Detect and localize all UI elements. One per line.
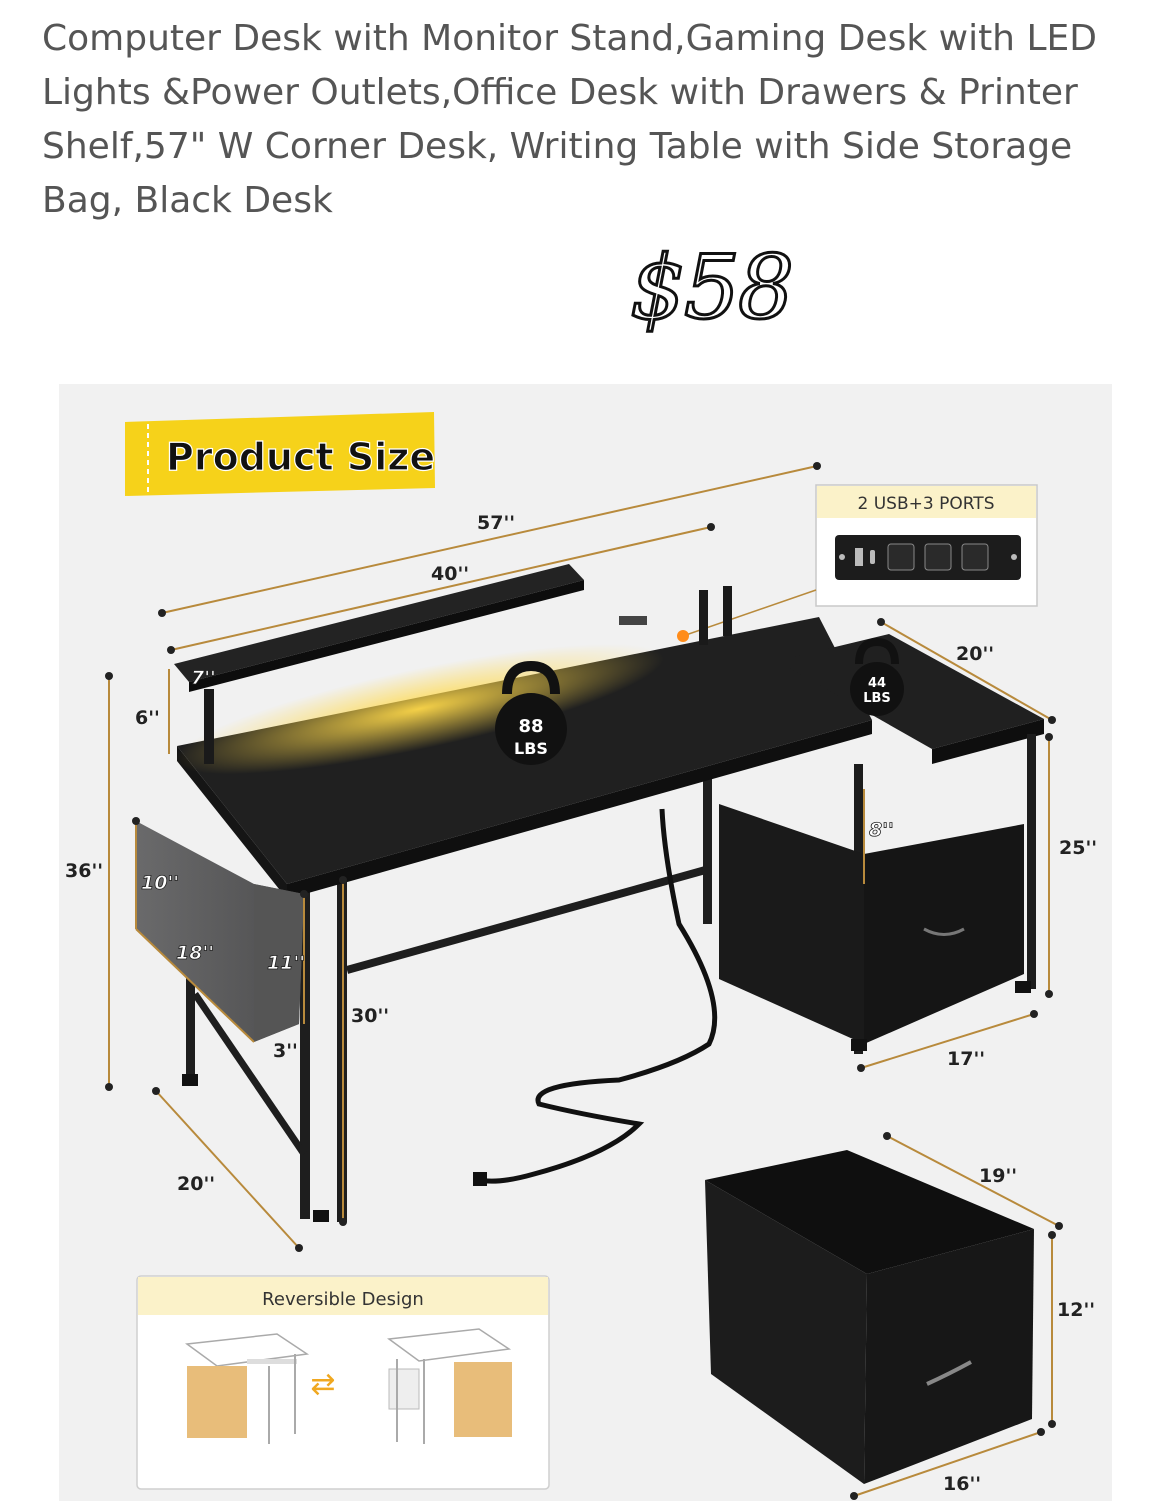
dim-57-label: 57'' bbox=[477, 512, 515, 534]
usb-c-port-icon bbox=[870, 550, 875, 564]
ports-label: 2 USB+3 PORTS bbox=[858, 494, 995, 514]
monitor-riser bbox=[174, 564, 732, 764]
dim-17-label: 17'' bbox=[947, 1048, 985, 1070]
fabric-drawer bbox=[705, 1150, 1034, 1484]
usb-port-icon bbox=[855, 548, 863, 566]
dim-18-label: 18'' bbox=[176, 942, 214, 964]
desk-right-config-icon bbox=[387, 1328, 512, 1444]
dim-8-label: 8'' bbox=[869, 819, 894, 841]
drawer-handle-icon bbox=[923, 927, 965, 936]
product-price: $58 bbox=[629, 235, 796, 341]
dim-drawer-depth: 19'' bbox=[883, 1132, 1063, 1230]
kettlebell-44-icon: 44 LBS bbox=[850, 637, 904, 716]
dim-40-label: 40'' bbox=[431, 563, 469, 585]
dim-3-label: 3'' bbox=[273, 1040, 298, 1062]
plug-icon bbox=[473, 1172, 487, 1186]
dim-30-label: 30'' bbox=[351, 1005, 389, 1027]
product-size-banner: Product Size bbox=[125, 412, 436, 496]
dim-width-desk: 40'' bbox=[167, 523, 715, 654]
dim-20-cabinet-label: 20'' bbox=[956, 643, 994, 665]
banner-text: Product Size bbox=[166, 435, 435, 479]
reversible-design-panel: Reversible Design ⇄ bbox=[136, 1275, 550, 1490]
dim-cabinet-depth: 20'' bbox=[877, 618, 1056, 724]
outlet-icon bbox=[961, 543, 989, 571]
power-cord bbox=[478, 808, 718, 1184]
outlet-icon bbox=[924, 543, 952, 571]
dim-drawer-height: 12'' bbox=[1048, 1231, 1095, 1428]
product-image[interactable]: Product Size 57'' 40'' 2 USB+3 PORTS 36'… bbox=[59, 384, 1112, 1501]
weight-88-value: 88 bbox=[518, 716, 543, 737]
dim-leg-height: 30'' bbox=[339, 876, 389, 1226]
dim-36-label: 36'' bbox=[65, 860, 103, 882]
dim-desk-depth: 20'' bbox=[152, 1087, 303, 1252]
drawer-pull-icon bbox=[926, 1360, 972, 1386]
swap-arrows-icon: ⇄ bbox=[310, 1367, 335, 1402]
dim-12-label: 12'' bbox=[1057, 1299, 1095, 1321]
product-title: Computer Desk with Monitor Stand,Gaming … bbox=[42, 18, 1097, 221]
dim-10-label: 10'' bbox=[141, 872, 179, 894]
drawer-cabinet: 8'' bbox=[719, 634, 1044, 1054]
side-storage-bag: 10'' 18'' 11'' 3'' bbox=[132, 817, 308, 1062]
kettlebell-88-icon: 88 LBS bbox=[495, 660, 567, 765]
dim-height-total: 36'' bbox=[65, 672, 113, 1091]
dim-16-label: 16'' bbox=[943, 1473, 981, 1495]
ports-callout: 2 USB+3 PORTS bbox=[682, 484, 1038, 637]
outlet-icon bbox=[887, 543, 915, 571]
dim-19-label: 19'' bbox=[979, 1165, 1017, 1187]
dim-6-label: 6'' bbox=[135, 707, 160, 729]
dim-11-label: 11'' bbox=[267, 952, 305, 974]
dim-drawer-width: 16'' bbox=[850, 1428, 1045, 1500]
dim-7-label: 7'' bbox=[191, 667, 216, 689]
reversible-label: Reversible Design bbox=[262, 1289, 424, 1310]
weight-44-unit: LBS bbox=[863, 691, 891, 706]
weight-44-value: 44 bbox=[868, 676, 886, 691]
dim-cabinet-height: 25'' bbox=[1045, 733, 1097, 998]
dim-width-total: 57'' bbox=[158, 462, 821, 617]
dim-cabinet-width: 17'' bbox=[857, 1010, 1038, 1072]
desk-left-config-icon bbox=[185, 1333, 310, 1444]
dim-25-label: 25'' bbox=[1059, 837, 1097, 859]
weight-88-unit: LBS bbox=[514, 739, 548, 758]
dim-20-desk-label: 20'' bbox=[177, 1173, 215, 1195]
